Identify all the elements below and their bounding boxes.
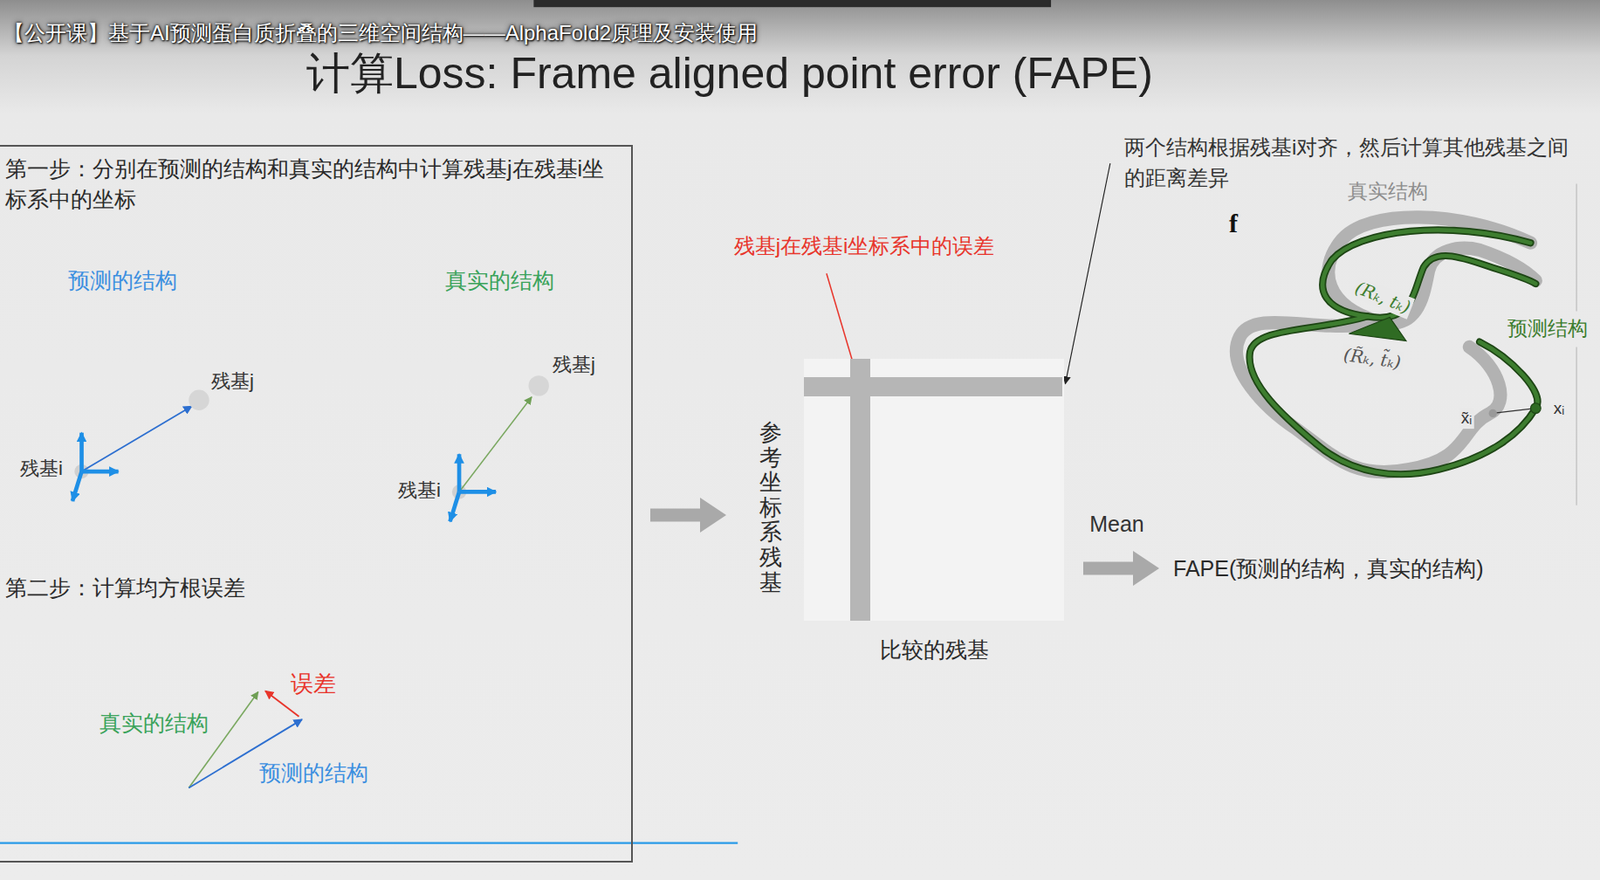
video-top-strip bbox=[533, 0, 1051, 7]
divider-line bbox=[1576, 183, 1578, 311]
error-matrix: 参考坐标系残基比较的残基 bbox=[752, 358, 1065, 673]
vector-label: 预测的结构 bbox=[259, 759, 369, 787]
pred-structure-outline bbox=[1249, 315, 1539, 474]
pred-structure bbox=[1249, 315, 1539, 474]
pred-vector bbox=[82, 405, 193, 472]
residue-j-dot bbox=[188, 390, 209, 411]
callout-note: 残基j在残基i坐标系中的误差 bbox=[734, 233, 996, 260]
frame-label: (R̃ₖ, t̃ₖ) bbox=[1340, 343, 1405, 375]
axis bbox=[459, 489, 496, 495]
slide-title: 计算Loss: Frame aligned point error (FAPE) bbox=[306, 46, 1154, 102]
pred-atom bbox=[1531, 403, 1542, 414]
structure-label: 预测结构 bbox=[1507, 315, 1588, 342]
matrix-square bbox=[803, 358, 1065, 621]
axis-label: 比较的残基 bbox=[803, 634, 1065, 666]
error-label: 误差 bbox=[290, 669, 337, 699]
divider-line bbox=[1576, 346, 1578, 505]
panel-letter: f bbox=[1229, 206, 1238, 241]
frame-triangle bbox=[1348, 317, 1406, 342]
residue-label: 残基j bbox=[552, 352, 596, 378]
residue-j-dot bbox=[528, 375, 550, 396]
scaled-figure bbox=[0, 0, 1577, 844]
atom-label: xᵢ bbox=[1553, 398, 1566, 419]
step-panel: 第一步：分别在预测的结构和真实的结构中计算残基j在残基i坐标系中的坐标第二步：计… bbox=[0, 144, 633, 863]
structure-label: 真实结构 bbox=[1347, 178, 1429, 205]
axis bbox=[457, 453, 462, 492]
axis-label: 参考坐标系残基 bbox=[759, 419, 783, 595]
distance-line bbox=[1492, 408, 1536, 414]
video-title: 【公开课】基于AI预测蛋白质折叠的三维空间结构——AlphaFold2原理及安装… bbox=[3, 20, 758, 47]
residue-label: 残基i bbox=[20, 456, 63, 481]
atom-label: x̃ᵢ bbox=[1459, 407, 1475, 429]
true-vector bbox=[188, 692, 258, 789]
frame-label: (Rₖ, tₖ) bbox=[1350, 275, 1415, 319]
residue-label: 残基i bbox=[398, 478, 441, 503]
flow-arrow bbox=[1083, 562, 1134, 576]
figure-caption: 预测的结构 bbox=[68, 267, 178, 295]
callout-leader bbox=[1064, 163, 1110, 385]
step-text: 第二步：计算均方根误差 bbox=[5, 572, 246, 604]
true-vector bbox=[459, 397, 532, 493]
true-structure bbox=[1236, 321, 1501, 473]
residue-label: 残基j bbox=[211, 369, 255, 394]
vector-label: 真实的结构 bbox=[99, 709, 209, 737]
matrix-column-band bbox=[850, 358, 871, 621]
result-text: FAPE(预测的结构，真实的结构) bbox=[1173, 553, 1484, 584]
result-box: FAPE(预测的结构，真实的结构) bbox=[1169, 548, 1488, 590]
pred-structure-outline bbox=[1322, 229, 1536, 317]
edge-label: Mean bbox=[1089, 510, 1145, 538]
pred-structure bbox=[1322, 229, 1536, 317]
figure-caption: 真实的结构 bbox=[445, 267, 555, 295]
progress-bar bbox=[0, 841, 738, 844]
matrix-figure bbox=[803, 358, 1065, 621]
flow-arrow bbox=[650, 508, 701, 522]
axis bbox=[79, 432, 84, 472]
true-atom bbox=[1489, 409, 1497, 418]
matrix-row-band bbox=[803, 377, 1063, 397]
step-text: 第一步：分别在预测的结构和真实的结构中计算残基j在残基i坐标系中的坐标 bbox=[5, 153, 608, 215]
axis bbox=[72, 471, 83, 502]
axis bbox=[450, 491, 461, 522]
axis bbox=[82, 469, 119, 474]
